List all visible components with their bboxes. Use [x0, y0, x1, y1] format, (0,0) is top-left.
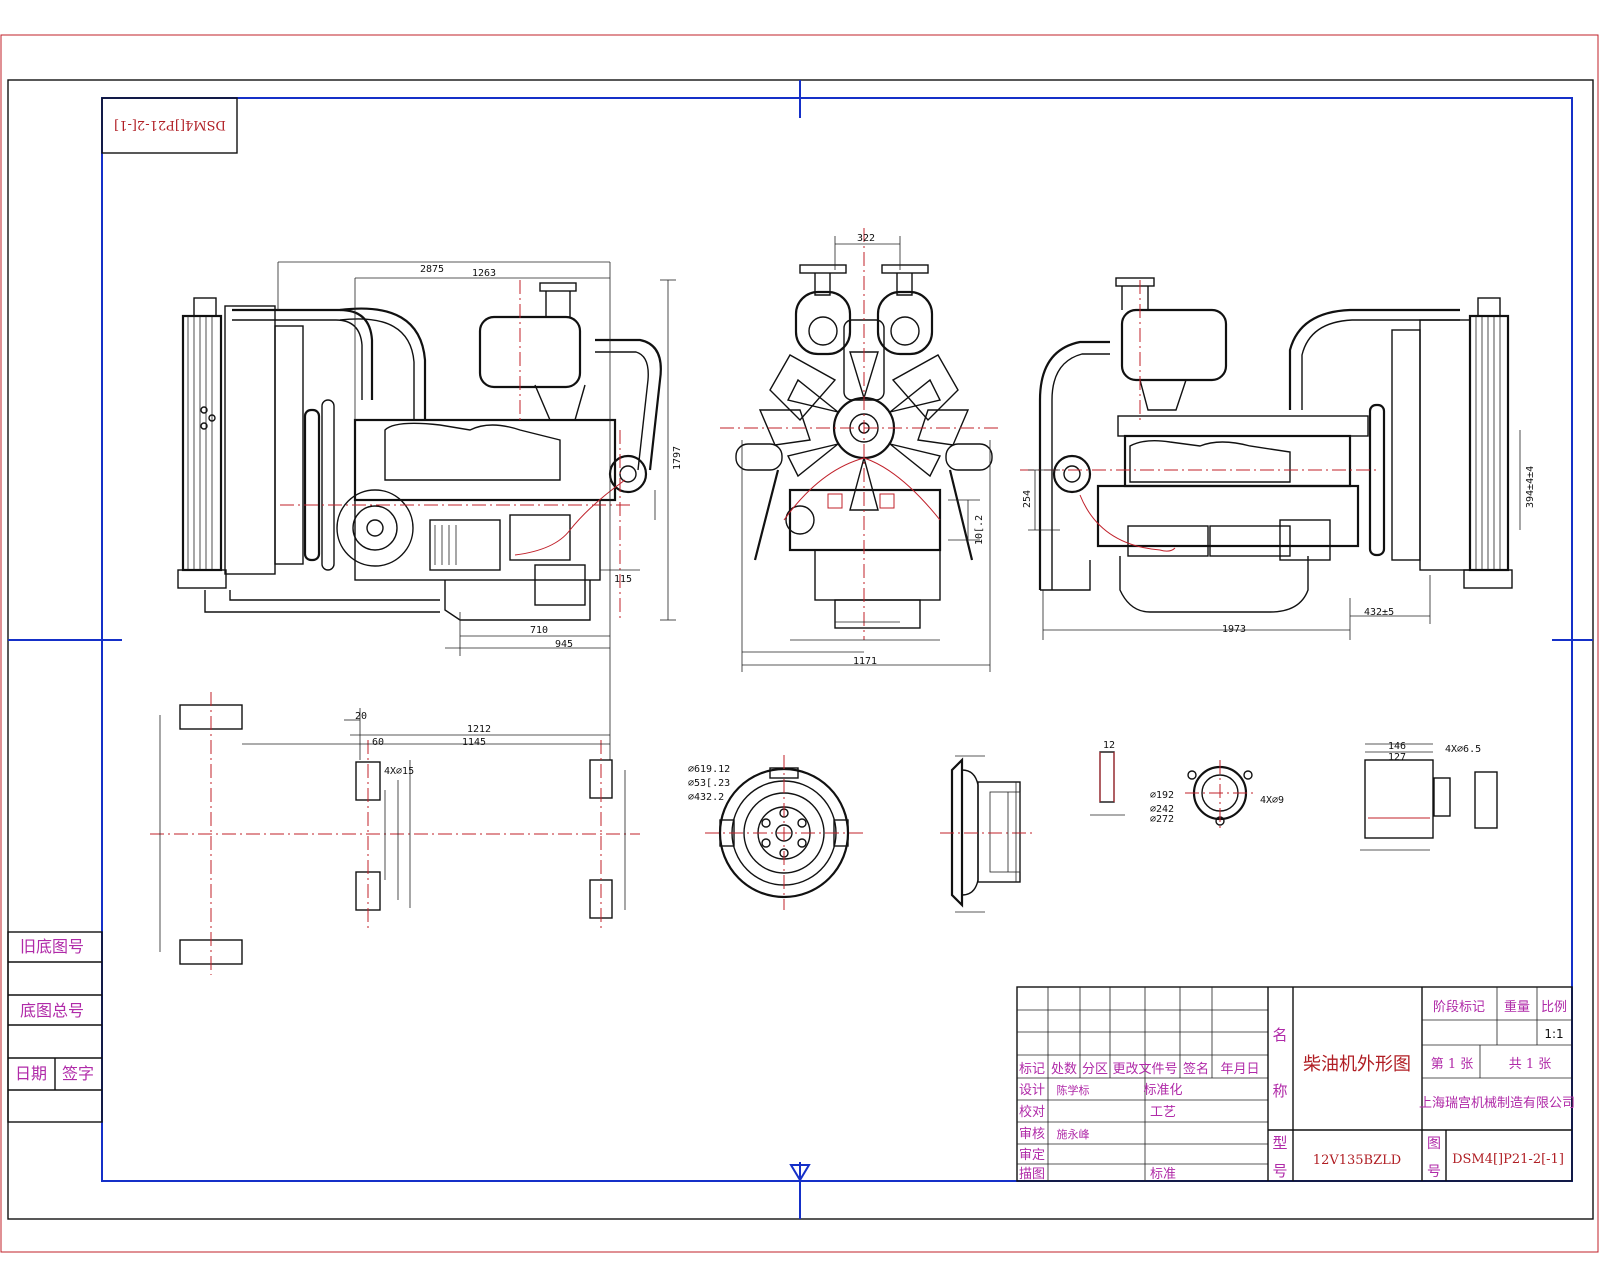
name-label-2: 称 [1272, 1082, 1287, 1100]
dim-1263: 1263 [472, 268, 496, 279]
dim-146: 146 [1388, 741, 1406, 752]
standardize-label: 标准化 [1143, 1083, 1182, 1098]
dim-60: 60 [372, 737, 384, 748]
drawing-no-label-2: 号 [1427, 1164, 1441, 1180]
dim-1973: 1973 [1222, 624, 1246, 635]
designer-name: 陈学标 [1057, 1083, 1090, 1097]
design-label: 设计 [1019, 1083, 1045, 1098]
rev-header-date: 年月日 [1220, 1062, 1259, 1077]
dim-20: 20 [355, 711, 367, 722]
date-label: 日期 [15, 1064, 47, 1083]
dim-432-2: ∅432.2 [688, 792, 724, 803]
rev-header-signature: 签名 [1183, 1061, 1209, 1077]
dim-127: 127 [1388, 752, 1406, 763]
dim-710: 710 [530, 625, 548, 636]
flywheel-housing-view: ∅619.12 ∅53[.23 ∅432.2 [688, 755, 865, 910]
dim-4x9: 4X∅9 [1260, 795, 1284, 806]
rev-header-count: 处数 [1051, 1062, 1077, 1077]
dim-53: ∅53[.23 [688, 778, 730, 789]
dim-322: 322 [857, 233, 875, 244]
dim-1171: 1171 [853, 656, 877, 667]
corner-code-box [101, 97, 238, 154]
model-label-1: 型 [1272, 1134, 1287, 1152]
flywheel-section-view [940, 755, 1035, 913]
drawing-no: DSM4[]P21-2[-1] [1452, 1152, 1564, 1167]
dim-254: 254 [1022, 490, 1033, 508]
name-label-1: 名 [1272, 1026, 1287, 1044]
drawing-name: 柴油机外形图 [1303, 1054, 1411, 1075]
scale-label: 比例 [1541, 1000, 1567, 1015]
rev-header-mark: 标记 [1019, 1062, 1045, 1077]
left-side-view: 2875 1263 1797 115 710 945 [177, 261, 683, 760]
check-label: 校对 [1019, 1104, 1045, 1120]
centering-marks [8, 80, 1593, 1219]
outer-trim-frame [0, 34, 1599, 1253]
trace-label: 描图 [1019, 1167, 1045, 1182]
dim-12: 12 [1103, 740, 1115, 751]
dim-192: ∅192 [1150, 790, 1174, 801]
dim-945: 945 [555, 639, 573, 650]
weight-label: 重量 [1504, 999, 1530, 1015]
process-label: 工艺 [1150, 1105, 1176, 1120]
sign-label: 签字 [62, 1064, 94, 1083]
reviewer-name: 施永峰 [1057, 1127, 1090, 1141]
model-label-2: 号 [1272, 1162, 1287, 1180]
company-name: 上海瑞宫机械制造有限公司 [1419, 1096, 1575, 1111]
dim-242: ∅242 [1150, 804, 1174, 815]
mounting-plan-view: 20 1212 60 1145 4X∅15 [150, 692, 640, 975]
dim-619: ∅619.12 [688, 764, 730, 775]
dim-1797: 1797 [672, 446, 683, 470]
small-part-views: 12 ∅192 ∅242 ∅272 4X∅9 146 127 4X∅6.5 [1090, 740, 1498, 851]
base-total-no-label: 底图总号 [20, 1001, 84, 1020]
sheet-border [7, 79, 1594, 1220]
title-block: 标记 处数 分区 更改文件号 签名 年月日 设计 陈学标 校对 审核 施永峰 审… [1016, 986, 1575, 1182]
approve-label: 审定 [1019, 1148, 1045, 1163]
sheet-number: 第 1 张 [1431, 1057, 1474, 1072]
dim-115: 115 [614, 574, 632, 585]
stage-mark-label: 阶段标记 [1433, 1000, 1485, 1015]
dim-394: 394±4±4 [1525, 466, 1536, 508]
model-code: 12V135BZLD [1313, 1153, 1401, 1168]
rev-header-change-doc: 更改文件号 [1112, 1062, 1177, 1077]
dim-4x65: 4X∅6.5 [1445, 744, 1481, 755]
scale-value: 1:1 [1544, 1027, 1563, 1041]
review-label: 审核 [1019, 1127, 1045, 1142]
total-sheets: 共 1 张 [1509, 1057, 1552, 1072]
drawing-border [101, 97, 1573, 1182]
dim-10-2: 10[.2 [974, 515, 985, 545]
dim-1145: 1145 [462, 737, 486, 748]
drawing-no-label-1: 图 [1427, 1136, 1441, 1152]
corner-code: DSM4[]P21-2[-1] [114, 117, 226, 132]
dim-4x15: 4X∅15 [384, 766, 414, 777]
rev-header-zone: 分区 [1082, 1062, 1108, 1077]
dim-272: ∅272 [1150, 814, 1174, 825]
front-view: 322 1171 10[.2 [720, 228, 1000, 672]
dim-2875: 2875 [420, 264, 444, 275]
right-side-view: 1973 432±5 254 394±4±4 [1020, 277, 1536, 640]
dim-1212: 1212 [467, 724, 491, 735]
left-record-block: 旧底图号 底图总号 日期 签字 [7, 931, 103, 1123]
dim-432: 432±5 [1364, 607, 1394, 618]
old-base-no-label: 旧底图号 [20, 937, 84, 956]
standard-label: 标准 [1150, 1167, 1176, 1182]
